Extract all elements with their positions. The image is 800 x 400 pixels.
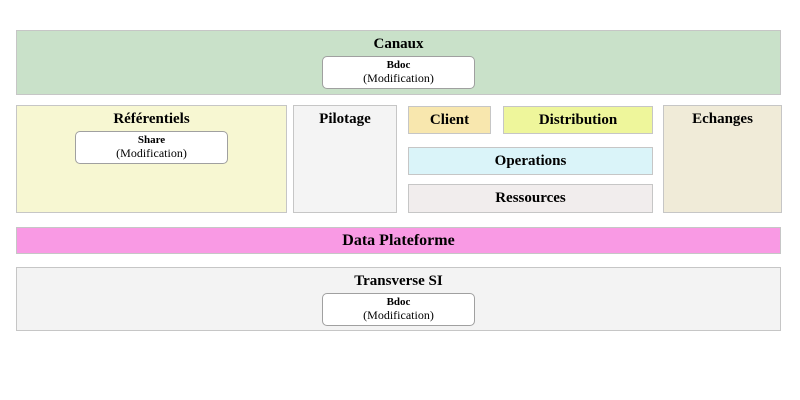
module-bdoc-canaux-status: (Modification) xyxy=(363,71,434,85)
module-share-status: (Modification) xyxy=(116,146,187,160)
layer-distribution: Distribution xyxy=(503,106,653,134)
module-bdoc-transverse[interactable]: Bdoc (Modification) xyxy=(322,293,475,326)
layer-ressources-title: Ressources xyxy=(495,190,566,206)
layer-pilotage-title: Pilotage xyxy=(319,111,371,127)
layer-transverse-si: Transverse SI Bdoc (Modification) xyxy=(16,267,781,331)
layer-client: Client xyxy=(408,106,491,134)
layer-canaux-title: Canaux xyxy=(373,36,424,52)
layer-canaux: Canaux Bdoc (Modification) xyxy=(16,30,781,95)
layer-client-title: Client xyxy=(429,111,470,128)
module-bdoc-canaux[interactable]: Bdoc (Modification) xyxy=(322,56,475,89)
layer-distribution-title: Distribution xyxy=(538,111,618,128)
layer-operations-title: Operations xyxy=(494,152,567,169)
module-share-name: Share xyxy=(137,134,166,146)
layer-referentiels: Référentiels Share (Modification) xyxy=(16,105,287,213)
layer-echanges: Echanges xyxy=(663,105,782,213)
layer-transverse-si-title: Transverse SI xyxy=(354,273,443,289)
layer-data-plateforme-title: Data Plateforme xyxy=(342,232,455,249)
layer-ressources: Ressources xyxy=(408,184,653,213)
module-bdoc-canaux-name: Bdoc xyxy=(386,59,411,71)
layer-operations: Operations xyxy=(408,147,653,175)
layer-referentiels-title: Référentiels xyxy=(113,111,190,127)
layer-echanges-title: Echanges xyxy=(692,111,753,127)
module-share-referentiels[interactable]: Share (Modification) xyxy=(75,131,228,164)
layer-data-plateforme: Data Plateforme xyxy=(16,227,781,254)
module-bdoc-transverse-name: Bdoc xyxy=(386,296,411,308)
module-bdoc-transverse-status: (Modification) xyxy=(363,308,434,322)
layer-pilotage: Pilotage xyxy=(293,105,397,213)
